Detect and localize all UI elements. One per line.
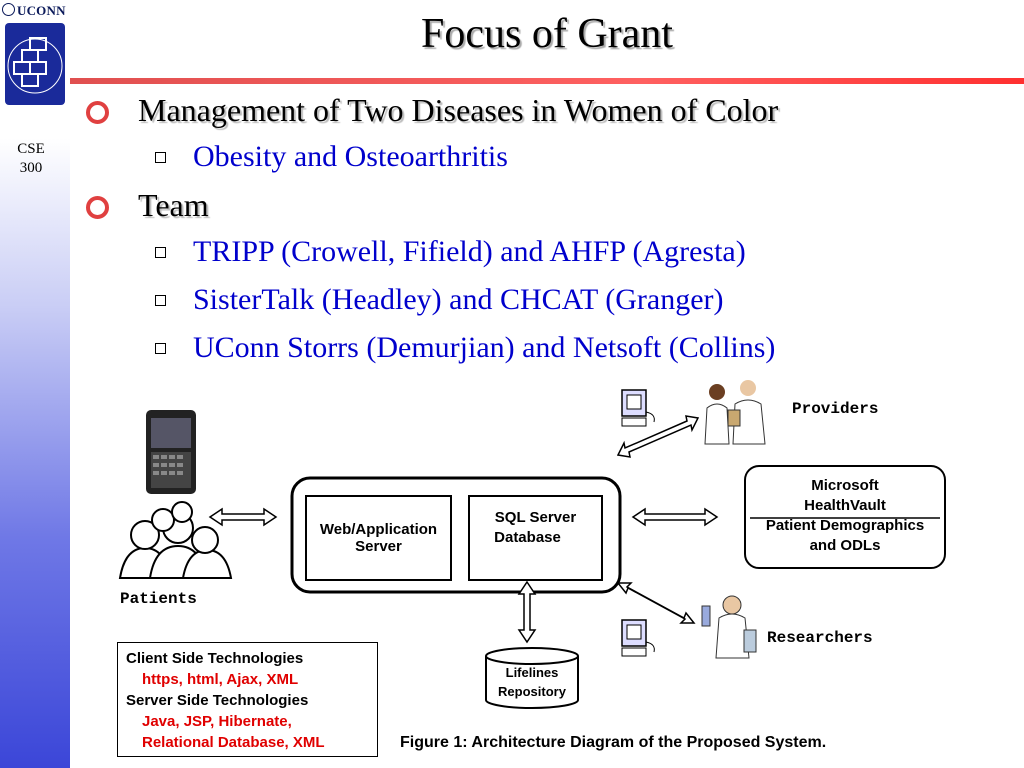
course-number: 300 <box>19 160 43 176</box>
course-label: CSE 300 <box>0 140 62 178</box>
title-divider <box>70 78 1024 84</box>
researchers-label: Researchers <box>767 629 873 647</box>
smartphone-icon <box>146 410 196 494</box>
subbullet-text: TRIPP (Crowell, Fifield) and AHFP (Agres… <box>193 235 746 268</box>
figure-caption: Figure 1: Architecture Diagram of the Pr… <box>400 734 827 751</box>
subbullet-tripp: TRIPP (Crowell, Fifield) and AHFP (Agres… <box>155 235 746 269</box>
healthvault-line2: HealthVault <box>804 497 886 514</box>
sql-line1: SQL Server <box>494 509 577 526</box>
subbullet-text: SisterTalk (Headley) and CHCAT (Granger) <box>193 283 724 316</box>
server-tech-list-line2: Relational Database, XML <box>142 734 325 751</box>
lifelines-line2: Repository <box>498 684 566 699</box>
technologies-box: Client Side Technologies https, html, Aj… <box>117 642 378 757</box>
subbullet-obesity: Obesity and Osteoarthritis <box>155 140 508 174</box>
computer-icon-providers <box>621 389 655 427</box>
patients-label: Patients <box>120 590 197 608</box>
web-server-text: Web/Application Server <box>306 496 451 580</box>
healthvault-line4: and ODLs <box>809 537 881 554</box>
subbullet-sistertalk: SisterTalk (Headley) and CHCAT (Granger) <box>155 283 724 317</box>
square-bullet-icon <box>155 343 166 354</box>
bullet-circle-icon <box>86 101 109 124</box>
healthvault-box <box>744 465 946 569</box>
course-code: CSE <box>17 141 45 157</box>
sql-server-box <box>468 495 603 581</box>
subbullet-uconn: UConn Storrs (Demurjian) and Netsoft (Co… <box>155 331 776 365</box>
arrow-server-healthvault <box>631 507 719 527</box>
lifelines-line1: Lifelines <box>505 665 559 680</box>
healthvault-line3: Patient Demographics <box>765 517 925 534</box>
sql-line2: Database <box>494 529 561 546</box>
web-server-line1: Web/Application <box>319 521 438 538</box>
computer-icon-researchers <box>621 619 655 657</box>
healthvault-line1: Microsoft <box>811 477 879 494</box>
client-tech-heading: Client Side Technologies <box>126 650 304 667</box>
cse-logo-icon <box>5 23 65 105</box>
arrow-patients-server <box>208 507 278 527</box>
slide-title: Focus of Grant <box>421 11 673 57</box>
subbullet-text: UConn Storrs (Demurjian) and Netsoft (Co… <box>193 331 776 364</box>
bullet-text: Management of Two Diseases in Women of C… <box>138 92 779 128</box>
researcher-scientist-icon <box>699 595 757 660</box>
web-server-box <box>305 495 452 581</box>
sql-server-text: SQL Server Database <box>469 508 602 548</box>
server-tech-list-line1: Java, JSP, Hibernate, <box>142 713 292 730</box>
square-bullet-icon <box>155 152 166 163</box>
lifelines-cylinder <box>485 647 579 709</box>
providers-label: Providers <box>792 400 879 418</box>
bullet-circle-icon <box>86 196 109 219</box>
server-tech-heading: Server Side Technologies <box>126 692 309 709</box>
web-server-line2: Server <box>355 538 402 555</box>
arrow-server-researchers <box>616 582 696 624</box>
providers-doctors-icon <box>700 376 770 445</box>
square-bullet-icon <box>155 295 166 306</box>
arrow-server-lifelines <box>517 580 537 644</box>
uconn-seal-icon <box>2 3 15 16</box>
sidebar <box>0 0 70 768</box>
healthvault-text: Microsoft HealthVault Patient Demographi… <box>745 476 945 556</box>
bullet-diseases: Management of Two Diseases in Women of C… <box>86 92 779 129</box>
bullet-team: Team <box>86 187 209 224</box>
patients-group-icon <box>118 501 233 579</box>
lifelines-text: Lifelines Repository <box>486 663 578 701</box>
arrow-server-providers <box>616 415 700 458</box>
brand-text: UCONN <box>17 3 66 18</box>
bullet-text: Team <box>138 187 209 223</box>
square-bullet-icon <box>155 247 166 258</box>
subbullet-text: Obesity and Osteoarthritis <box>193 140 508 173</box>
uconn-brand: UCONN <box>2 3 66 19</box>
client-tech-list: https, html, Ajax, XML <box>142 671 299 688</box>
